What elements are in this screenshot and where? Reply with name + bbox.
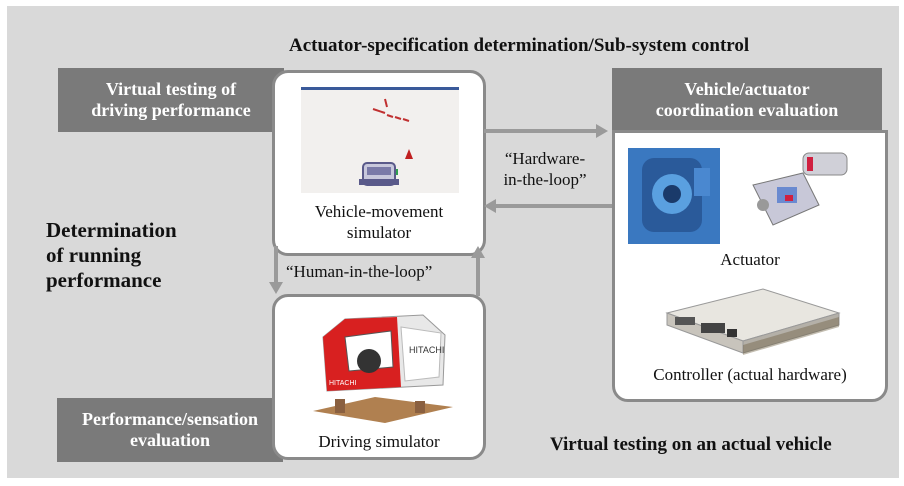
actuator-card: Actuator Controller (actual hardware) xyxy=(612,130,888,402)
top-heading: Actuator-specification determination/Sub… xyxy=(289,35,750,56)
human-loop-label: “Human-in-the-loop” xyxy=(286,262,433,281)
driving-simulator-card: HITACHI HITACHI Driving simulator xyxy=(272,294,486,460)
bottom-right-heading: Virtual testing on an actual vehicle xyxy=(550,434,832,455)
human-arrow-up-head xyxy=(471,246,485,258)
left-heading-line-2: of running xyxy=(46,243,142,267)
human-arrow-down-head xyxy=(269,282,283,294)
vehicle-simulator-card: Vehicle-movement simulator xyxy=(272,70,486,256)
hil-label: “Hardware- in-the-loop” xyxy=(488,148,602,190)
vehicle-simulator-label-line-1: Vehicle-movement xyxy=(314,202,444,221)
performance-box: Performance/sensation evaluation xyxy=(57,398,283,462)
valve-photo xyxy=(733,145,857,241)
controller-unit-photo xyxy=(665,288,841,355)
vehicle-actuator-line-1: Vehicle/actuator xyxy=(684,79,810,99)
hil-label-line-2: in-the-loop” xyxy=(503,170,587,189)
left-heading: Determination of running performance xyxy=(46,218,177,293)
driving-simulator-label: Driving simulator xyxy=(318,432,440,451)
driving-simulator-cockpit-image: HITACHI HITACHI xyxy=(305,307,455,425)
controller-label: Controller (actual hardware) xyxy=(653,365,847,384)
actuator-photo xyxy=(628,148,720,244)
svg-text:HITACHI: HITACHI xyxy=(329,380,357,387)
hil-arrow-right-head xyxy=(596,124,608,138)
vehicle-simulator-screen-image xyxy=(301,87,459,193)
virtual-testing-box: Virtual testing of driving performance xyxy=(58,68,284,132)
hil-arrow-left-head xyxy=(484,199,496,213)
left-heading-line-1: Determination xyxy=(46,218,177,242)
left-heading-line-3: performance xyxy=(46,268,162,292)
actuator-label: Actuator xyxy=(720,250,780,269)
vehicle-simulator-label-line-2: simulator xyxy=(346,223,412,242)
vehicle-actuator-line-2: coordination evaluation xyxy=(655,100,839,120)
virtual-testing-line-2: driving performance xyxy=(91,100,251,120)
hil-label-line-1: “Hardware- xyxy=(504,149,586,168)
performance-line-2: evaluation xyxy=(129,430,210,450)
vehicle-actuator-box: Vehicle/actuator coordination evaluation xyxy=(612,68,882,132)
performance-line-1: Performance/sensation xyxy=(82,409,258,429)
virtual-testing-line-1: Virtual testing of xyxy=(105,79,237,99)
svg-text:HITACHI: HITACHI xyxy=(409,345,444,355)
vehicle-simulator-label: Vehicle-movement simulator xyxy=(275,201,483,243)
